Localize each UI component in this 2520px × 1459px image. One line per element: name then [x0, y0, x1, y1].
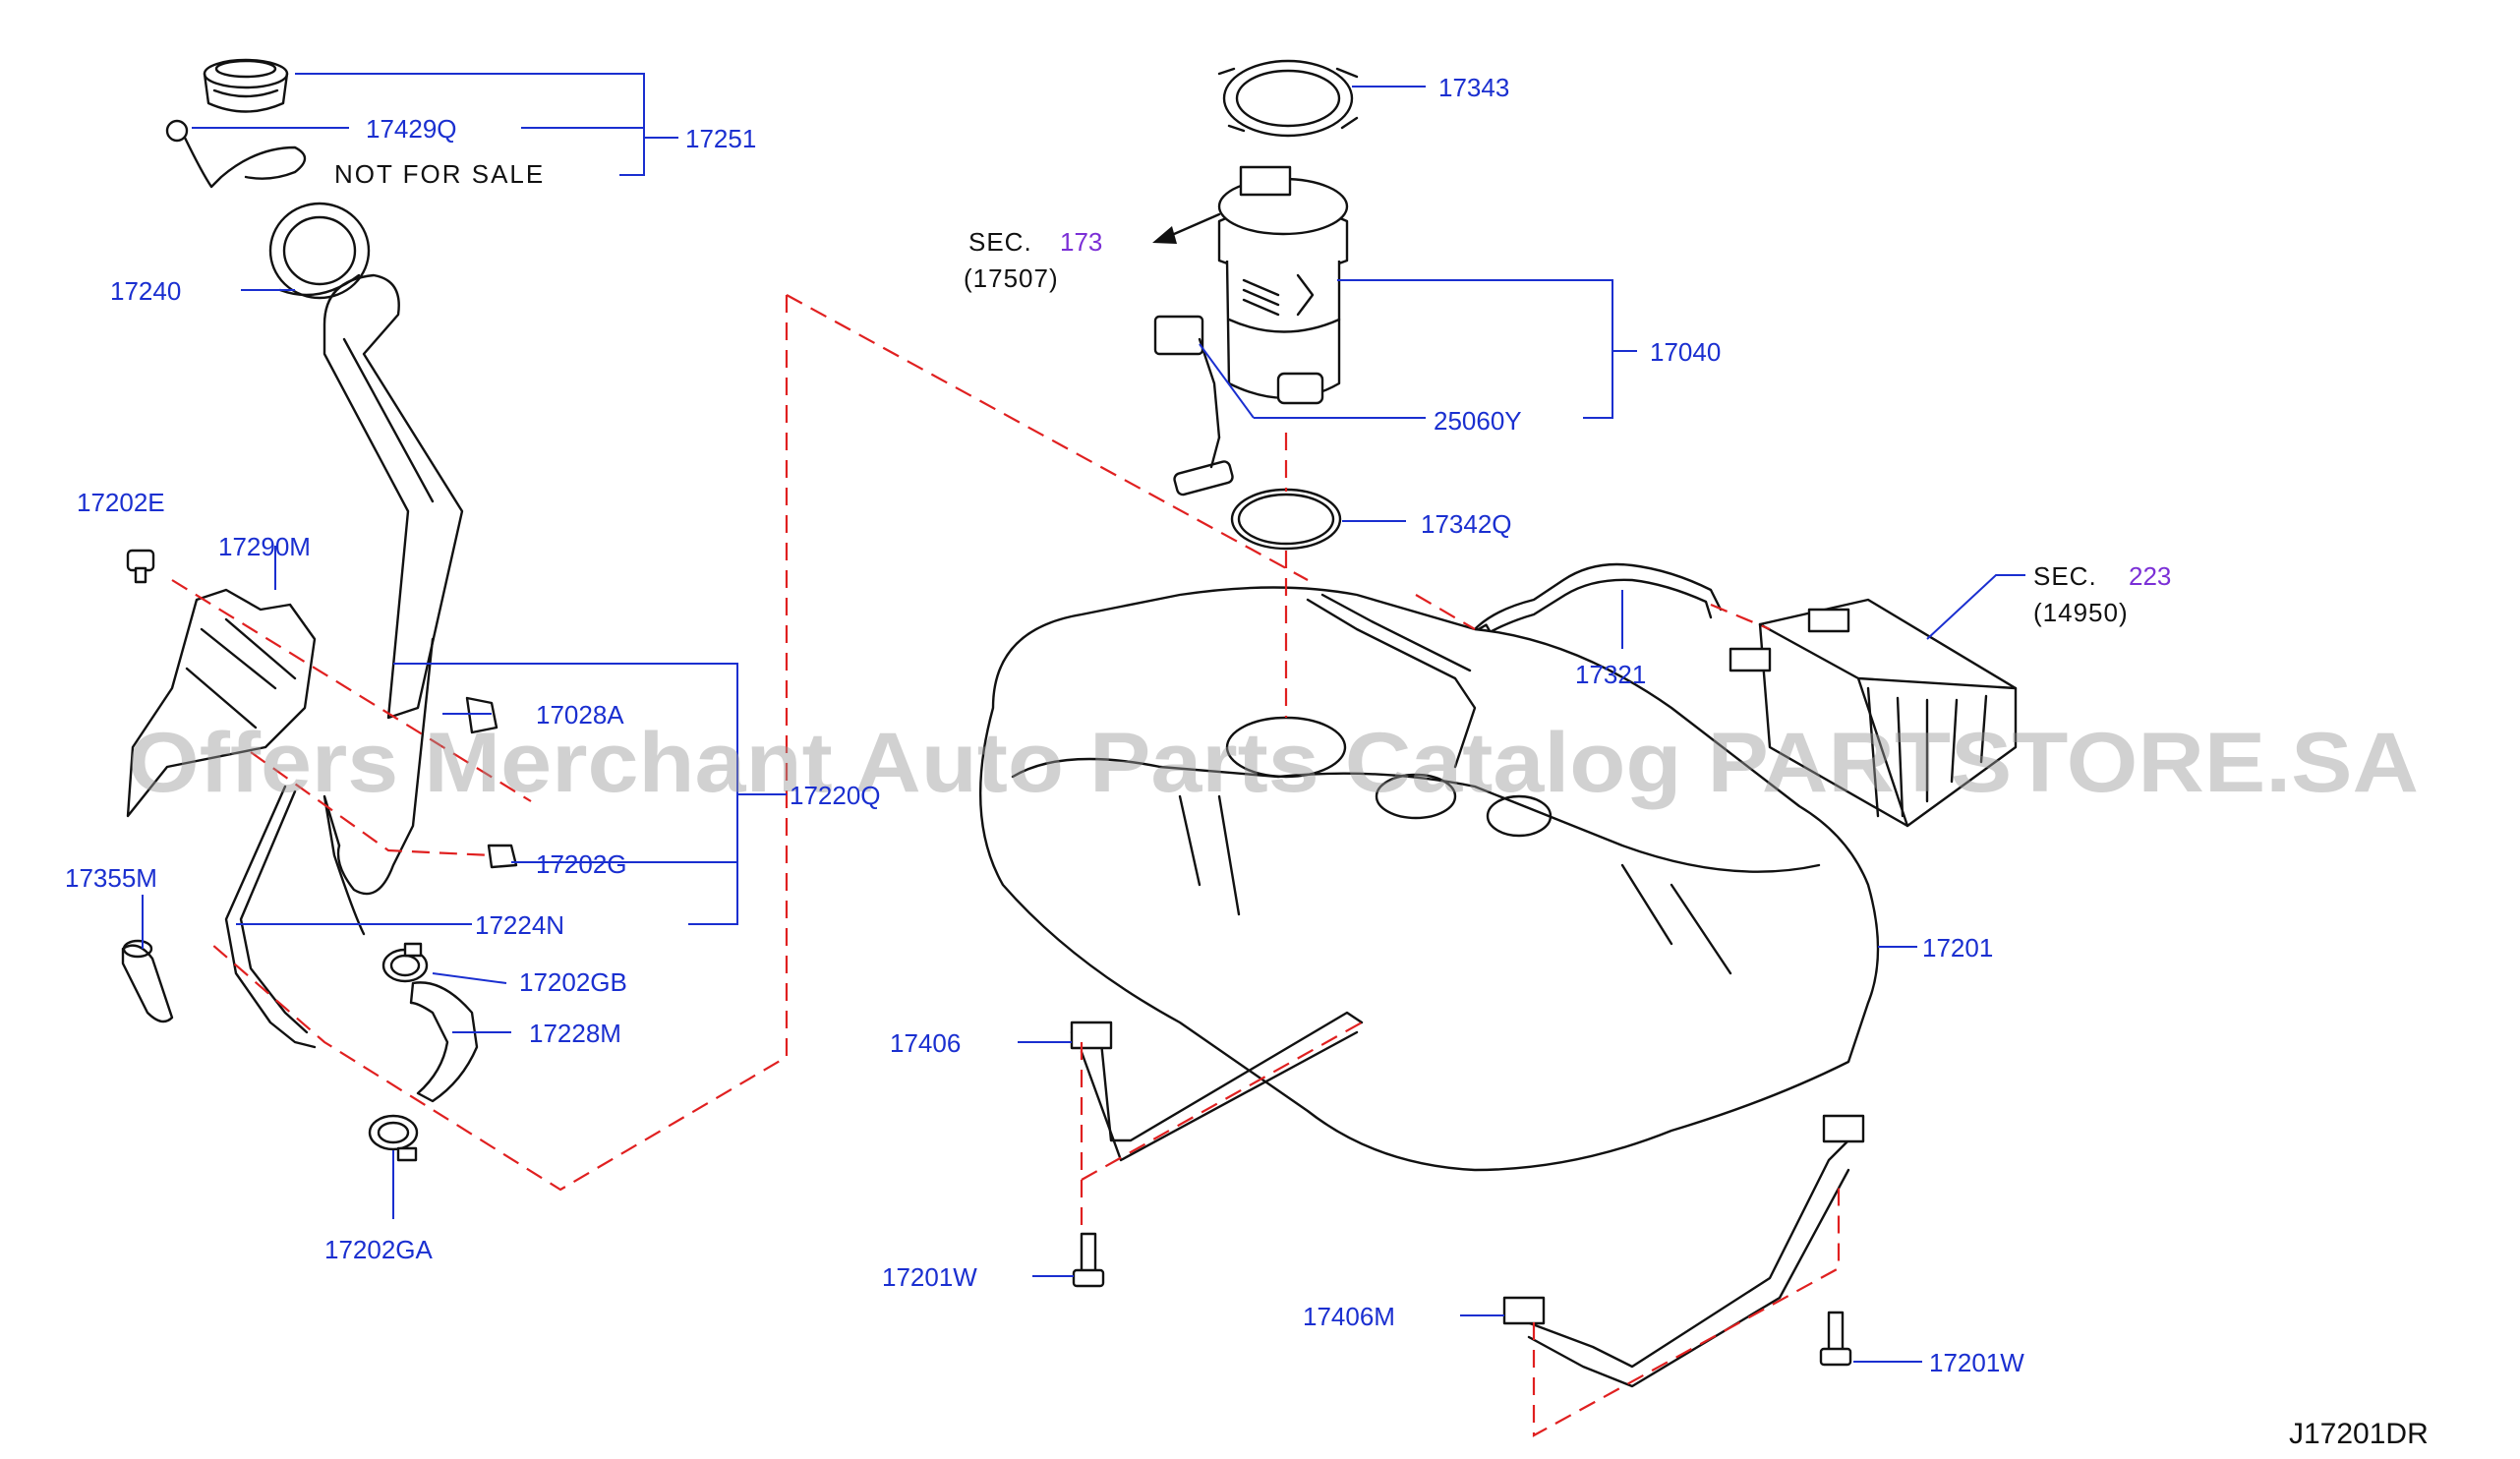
label-17201W-right[interactable]: 17201W [1929, 1348, 2024, 1377]
label-17251[interactable]: 17251 [685, 124, 756, 153]
evap-canister [1729, 598, 2018, 828]
clip-17028A [465, 696, 498, 734]
diagram-code: J17201DR [2289, 1418, 2429, 1450]
cap-tether [165, 119, 307, 189]
tank-strap-front [1070, 1011, 1364, 1162]
label-17343[interactable]: 17343 [1438, 73, 1509, 102]
label-sec-223: SEC. [2033, 561, 2097, 591]
label-17040[interactable]: 17040 [1650, 337, 1721, 367]
label-17406[interactable]: 17406 [890, 1028, 961, 1058]
label-17028A[interactable]: 17028A [536, 700, 624, 730]
clamp-17202GA [368, 1114, 419, 1162]
label-17201W-left[interactable]: 17201W [882, 1262, 977, 1292]
fuel-cap [203, 58, 289, 113]
label-17321[interactable]: 17321 [1575, 660, 1646, 689]
label-17224N[interactable]: 17224N [475, 910, 564, 940]
label-17342Q[interactable]: 17342Q [1421, 509, 1512, 539]
bolt-17201W-right [1819, 1311, 1852, 1367]
label-17355M[interactable]: 17355M [65, 863, 157, 893]
filler-tube [322, 273, 464, 936]
label-17507: (17507) [964, 263, 1059, 293]
watermark: Offers Merchant Auto Parts Catalog PARTS… [128, 716, 2419, 810]
bolt-17202E [126, 549, 155, 584]
label-17429Q[interactable]: 17429Q [366, 114, 457, 144]
label-17202GB[interactable]: 17202GB [519, 967, 627, 997]
retainer-ring [1217, 59, 1359, 138]
pump-gasket [1230, 488, 1342, 551]
label-17201[interactable]: 17201 [1922, 933, 1993, 963]
clamp-17202GB [381, 942, 429, 983]
breather-pipe [224, 785, 317, 1049]
label-17220Q[interactable]: 17220Q [790, 781, 881, 810]
fuel-tank [978, 586, 1880, 1172]
label-sec-173: SEC. [968, 227, 1032, 257]
bolt-17201W-left [1072, 1232, 1105, 1288]
leader-lines [142, 73, 2025, 1363]
label-17240[interactable]: 17240 [110, 276, 181, 306]
label-sec-223-ref[interactable]: 223 [2129, 561, 2171, 591]
filler-hose [409, 981, 479, 1103]
label-17290M[interactable]: 17290M [218, 532, 311, 561]
filler-ring [268, 202, 371, 300]
label-17202G[interactable]: 17202G [536, 849, 627, 879]
dashed-guides [171, 294, 1841, 1437]
label-17202E[interactable]: 17202E [77, 488, 165, 517]
heat-shield-bracket [126, 588, 317, 818]
fuel-level-sender [1153, 315, 1234, 496]
label-25060Y[interactable]: 25060Y [1434, 406, 1522, 436]
fuel-pump-module [1217, 165, 1349, 405]
label-17228M[interactable]: 17228M [529, 1019, 621, 1048]
label-14950: (14950) [2033, 598, 2129, 627]
label-not-for-sale: NOT FOR SALE [334, 159, 545, 189]
sec-173-arrow [1152, 212, 1221, 244]
label-17202GA[interactable]: 17202GA [324, 1235, 434, 1264]
clip-17202G [487, 844, 518, 869]
tank-strap-rear [1502, 1114, 1865, 1388]
breather-connector [121, 939, 174, 1023]
label-sec-173-ref[interactable]: 173 [1060, 227, 1102, 257]
label-17406M[interactable]: 17406M [1303, 1302, 1395, 1331]
